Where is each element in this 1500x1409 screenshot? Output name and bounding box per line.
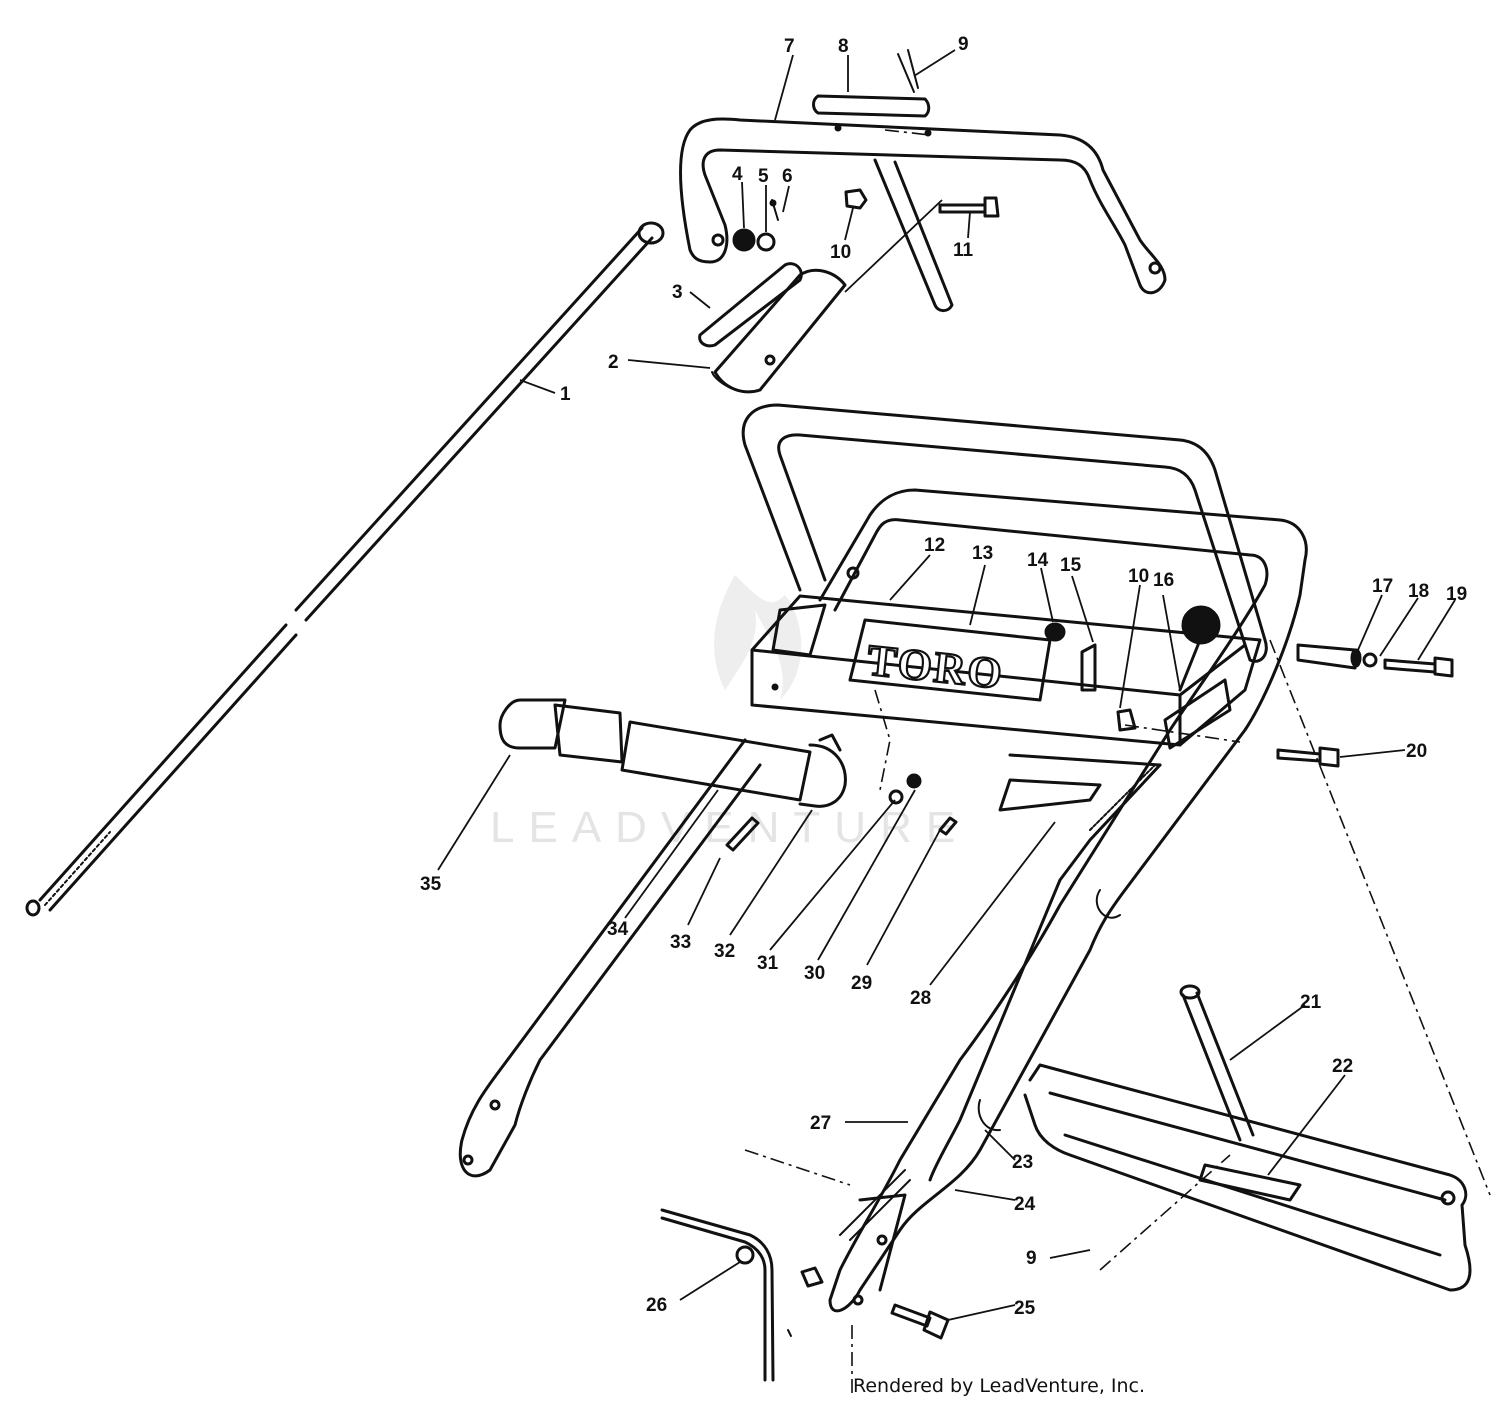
callout-14: 14 bbox=[1027, 550, 1049, 571]
callout-29: 29 bbox=[851, 973, 872, 994]
callout-16: 16 bbox=[1153, 570, 1174, 591]
callout-12: 12 bbox=[924, 535, 945, 556]
grip-halves bbox=[698, 262, 847, 394]
control-panel: TORO bbox=[750, 566, 1262, 750]
callout-26: 26 bbox=[646, 1295, 667, 1316]
callout-24: 24 bbox=[1014, 1194, 1036, 1215]
leader-lines bbox=[437, 49, 1456, 1321]
callout-28: 28 bbox=[910, 988, 931, 1009]
callout-1: 1 bbox=[560, 384, 571, 405]
callout-27: 27 bbox=[810, 1113, 831, 1134]
brand-logo: TORO bbox=[865, 636, 1006, 699]
callout-9b: 9 bbox=[1026, 1248, 1037, 1269]
top-cover-plate bbox=[812, 49, 931, 118]
callout-23: 23 bbox=[1012, 1152, 1033, 1173]
watermark: LEADVENTURE bbox=[490, 575, 969, 852]
callout-15: 15 bbox=[1060, 555, 1082, 576]
callout-34: 34 bbox=[607, 919, 629, 940]
callout-21: 21 bbox=[1300, 992, 1322, 1013]
throttle-cable bbox=[839, 763, 1162, 1241]
upper-hardware bbox=[732, 188, 1000, 252]
callout-18: 18 bbox=[1408, 581, 1429, 602]
callout-25: 25 bbox=[1014, 1298, 1036, 1319]
callout-3: 3 bbox=[672, 282, 683, 303]
callout-17: 17 bbox=[1372, 576, 1393, 597]
callout-4: 4 bbox=[732, 164, 743, 185]
control-rod bbox=[25, 221, 665, 917]
callouts: 1 2 3 4 5 6 7 8 9 10 11 12 13 14 15 10 1… bbox=[420, 34, 1467, 1319]
watermark-text: LEADVENTURE bbox=[490, 803, 969, 852]
callout-30: 30 bbox=[804, 963, 825, 984]
callout-9: 9 bbox=[958, 34, 969, 55]
callout-10: 10 bbox=[830, 242, 851, 263]
callout-35: 35 bbox=[420, 874, 442, 895]
mower-deck-corner bbox=[660, 1208, 824, 1382]
grip-tube bbox=[498, 698, 847, 808]
lower-bail bbox=[1023, 984, 1472, 1292]
callout-11: 11 bbox=[953, 240, 974, 261]
callout-31: 31 bbox=[757, 953, 779, 974]
callout-2: 2 bbox=[608, 352, 619, 373]
callout-8: 8 bbox=[838, 36, 849, 57]
callout-19: 19 bbox=[1446, 584, 1467, 605]
callout-22: 22 bbox=[1332, 1056, 1353, 1077]
callout-7: 7 bbox=[784, 36, 795, 57]
callout-20: 20 bbox=[1406, 741, 1427, 762]
hardware-bolts bbox=[725, 643, 1454, 1340]
alignment-lines bbox=[744, 129, 1491, 1395]
callout-10b: 10 bbox=[1128, 566, 1149, 587]
callout-6: 6 bbox=[782, 166, 793, 187]
callout-32: 32 bbox=[714, 941, 735, 962]
upper-handle bbox=[679, 117, 1167, 313]
callout-5: 5 bbox=[758, 166, 769, 187]
credit-text: Rendered by LeadVenture, Inc. bbox=[853, 1375, 1146, 1397]
main-handle-frame bbox=[458, 403, 1308, 1313]
callout-13: 13 bbox=[972, 543, 993, 564]
callout-33: 33 bbox=[670, 932, 691, 953]
